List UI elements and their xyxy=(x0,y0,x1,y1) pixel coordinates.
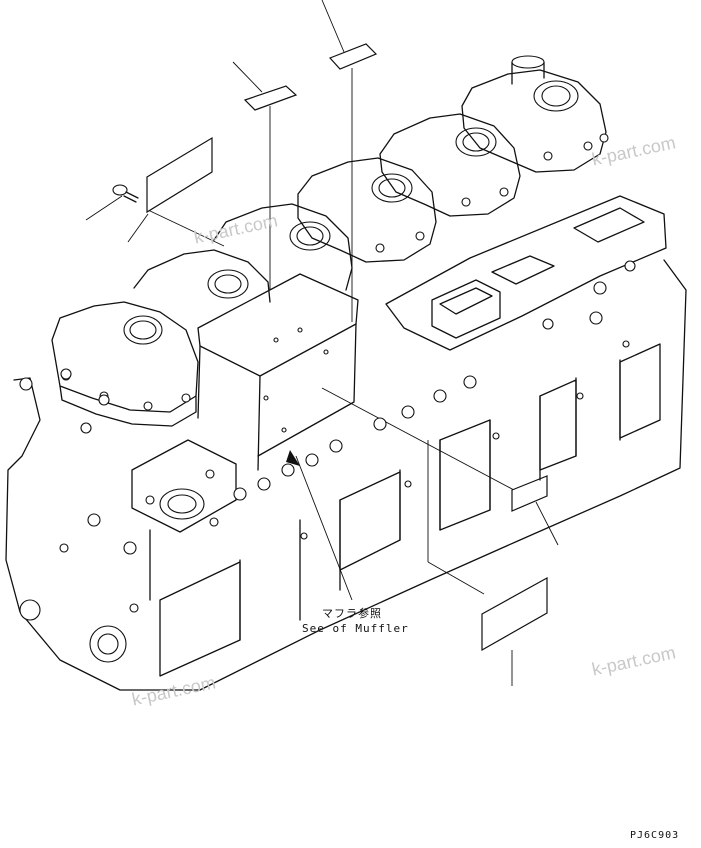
head-cover-6 xyxy=(461,55,609,173)
plate-side-left xyxy=(146,136,213,214)
head-cover-2 xyxy=(133,249,271,303)
exhaust-flange xyxy=(131,439,237,533)
label-plates xyxy=(146,43,548,652)
head-cover-1 xyxy=(51,301,199,427)
plate-side-right-1 xyxy=(511,475,548,512)
leader-lines xyxy=(85,0,559,686)
exhaust-bolt-row xyxy=(233,375,477,501)
engine-block xyxy=(5,259,687,691)
plate-top-1 xyxy=(328,43,378,70)
heat-shield xyxy=(197,273,359,471)
intake-manifold xyxy=(385,195,667,351)
arrow-icon xyxy=(286,450,300,466)
muffler-callout-jp: マフラ参照 xyxy=(322,607,382,620)
plate-side-right-2 xyxy=(481,576,548,652)
plate-top-2 xyxy=(243,85,298,111)
drawing-code: PJ6C903 xyxy=(630,830,680,841)
bolt-icon xyxy=(112,184,139,203)
muffler-callout-en: See of Muffler xyxy=(302,622,409,635)
